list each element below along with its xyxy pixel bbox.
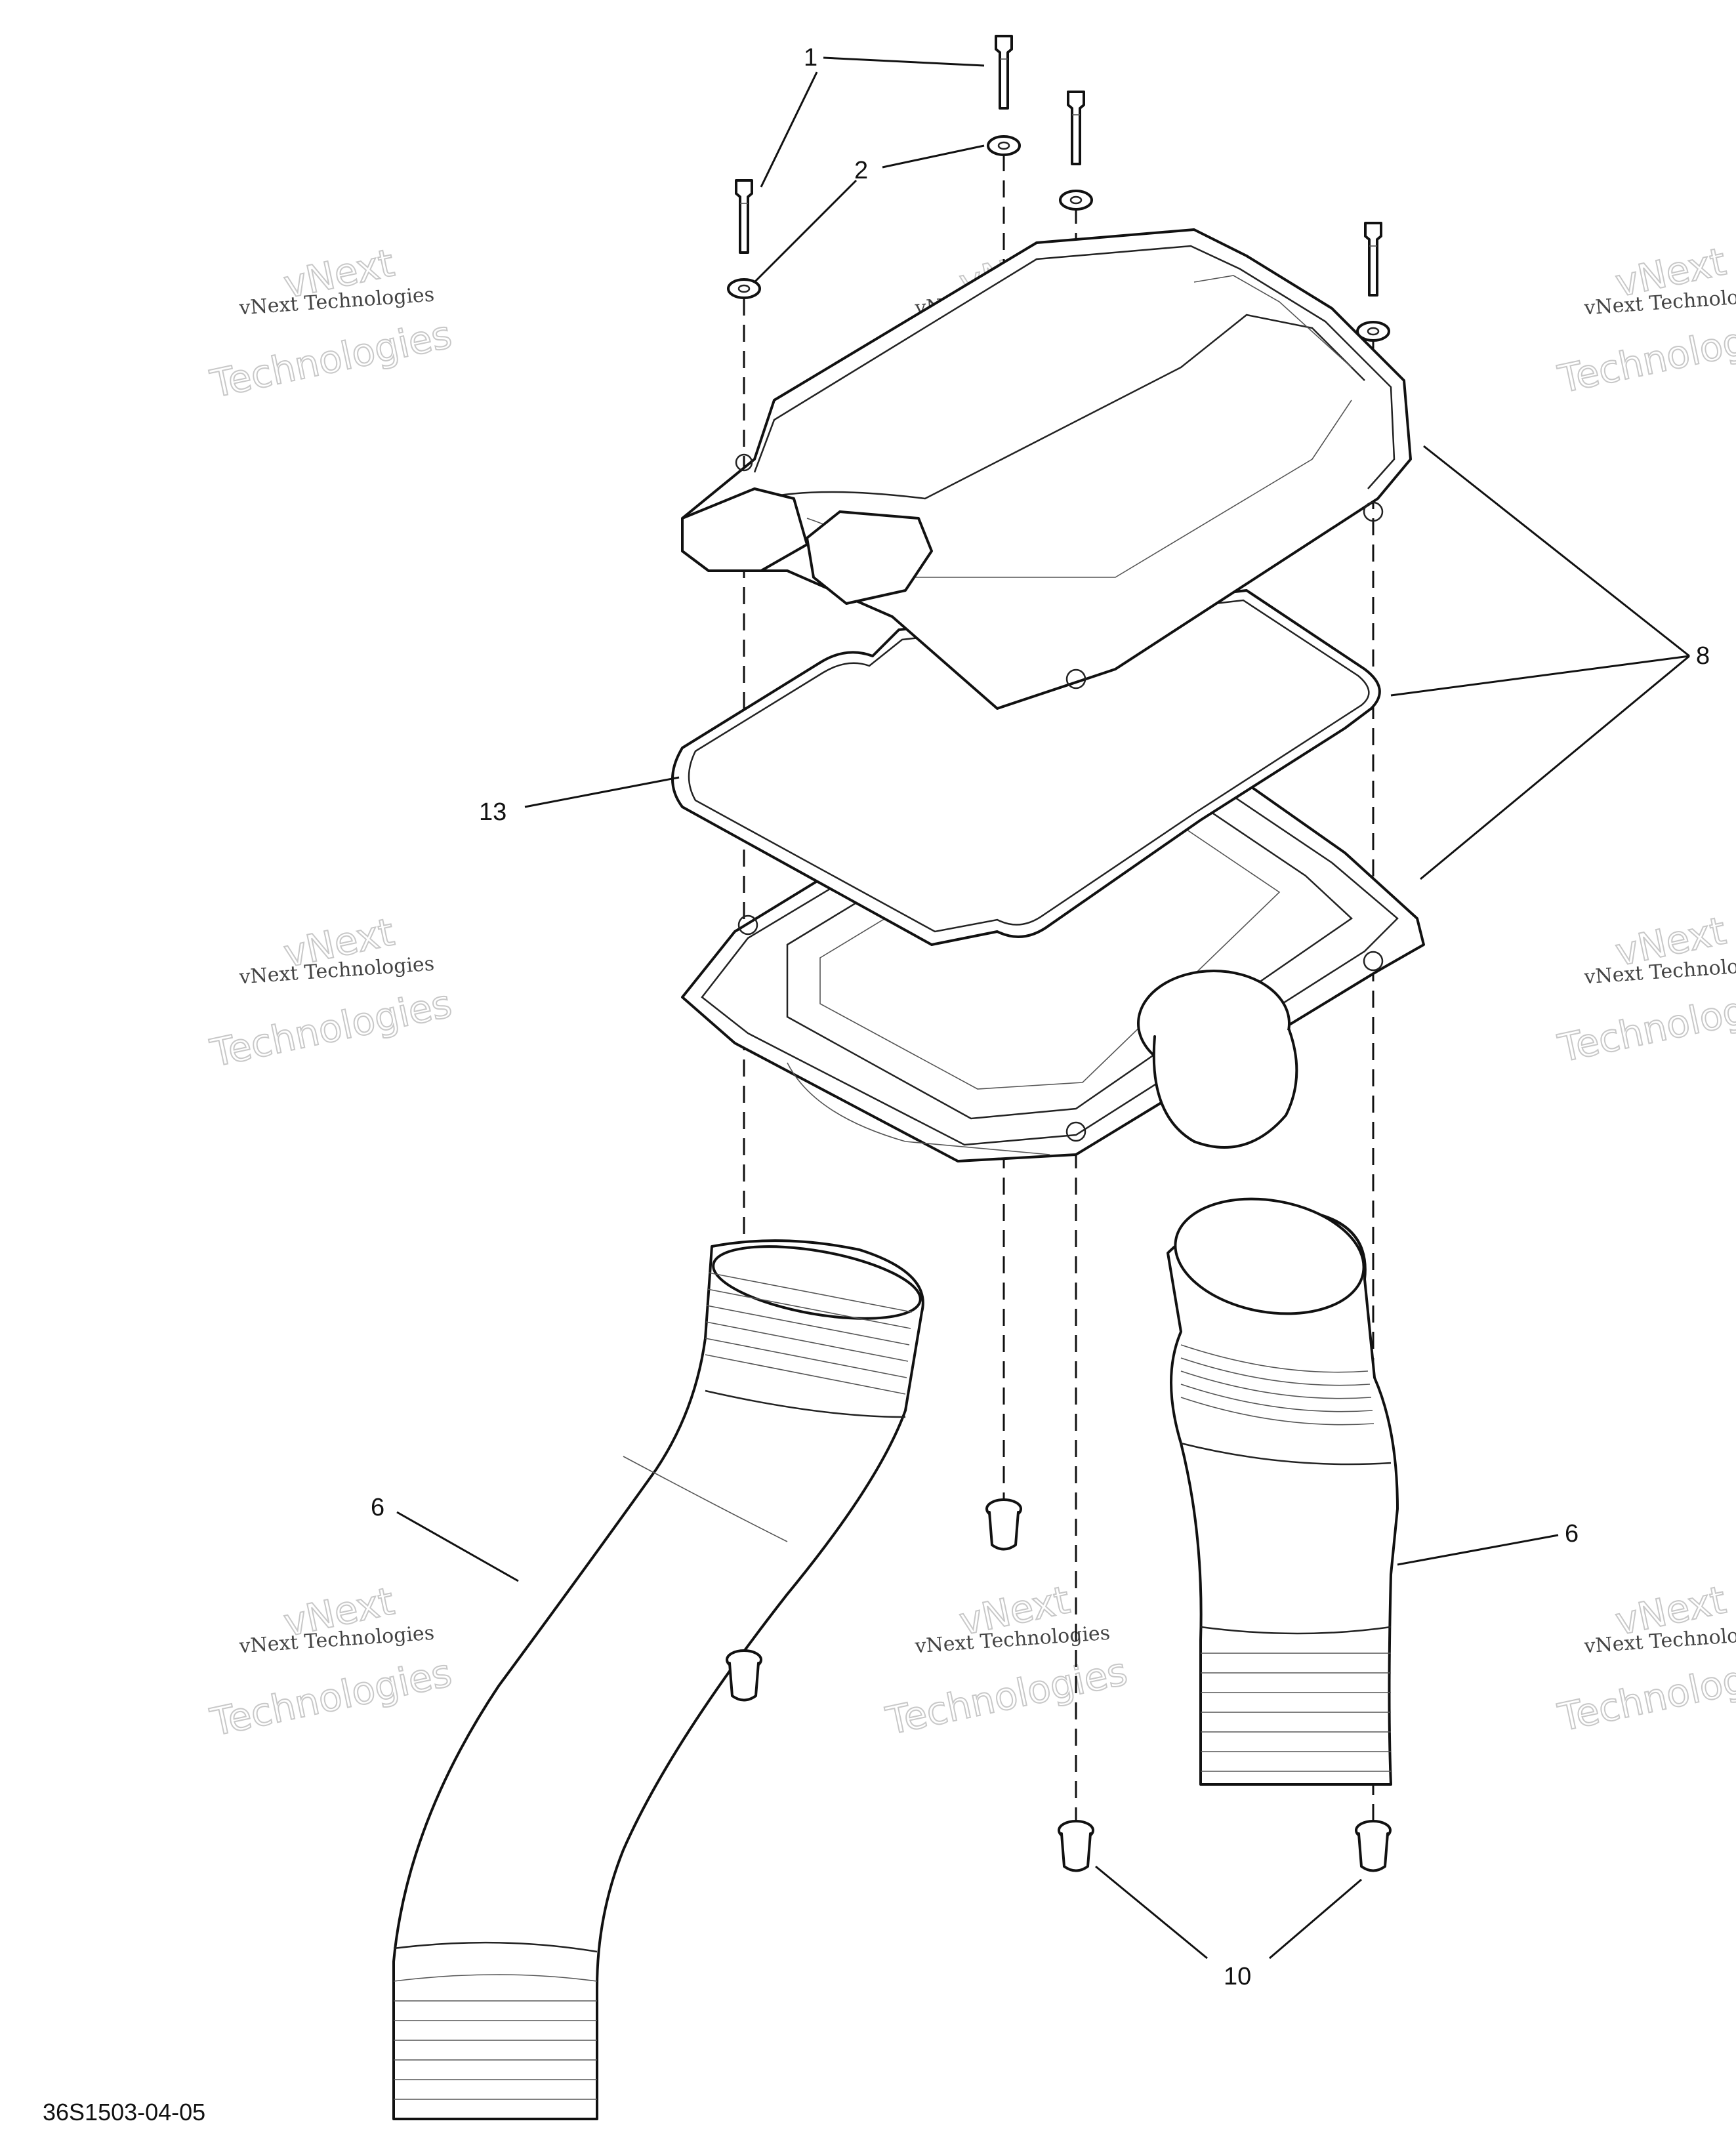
leader-13-to-gasket xyxy=(524,776,680,808)
svg-text:Technologies: Technologies xyxy=(1554,976,1736,1071)
leader-10-to-grommet-3 xyxy=(1095,1865,1208,1960)
svg-text:Technologies: Technologies xyxy=(207,981,456,1075)
callout-2: 2 xyxy=(854,157,868,184)
svg-text:Technologies: Technologies xyxy=(1554,1645,1736,1740)
base-bolt-hole-4 xyxy=(1065,1121,1086,1142)
leader-6-right xyxy=(1397,1534,1559,1566)
leader-1-to-screw-1 xyxy=(823,56,985,67)
svg-text:Technologies: Technologies xyxy=(207,312,456,406)
callout-1: 1 xyxy=(804,44,817,72)
leader-lines xyxy=(396,56,1690,1960)
fasteners xyxy=(727,35,1390,342)
callout-8: 8 xyxy=(1696,642,1710,670)
grommets xyxy=(726,1498,1392,1872)
base-bolt-hole-1 xyxy=(737,915,758,935)
screw-1 xyxy=(995,35,1013,110)
cover-bolt-hole-3 xyxy=(1065,668,1086,689)
base-bolt-hole-3 xyxy=(1363,951,1384,972)
leader-8-to-gasket xyxy=(1390,655,1690,697)
leader-6-left xyxy=(396,1511,519,1582)
watermark-left-bottom: vNext Technologies vNext Technologies xyxy=(206,1578,457,1745)
screw-2 xyxy=(1067,91,1085,165)
grommet-3 xyxy=(1058,1820,1094,1872)
svg-text:Technologies: Technologies xyxy=(1554,307,1736,401)
watermark-left-middle: vNext Technologies vNext Technologies xyxy=(206,909,457,1076)
cover-bolt-hole-1 xyxy=(735,453,753,472)
airbox-cover xyxy=(681,228,1412,710)
callout-6-left: 6 xyxy=(371,1494,384,1521)
watermark-left-top: vNext Technologies vNext Technologies xyxy=(206,239,457,407)
washer-3 xyxy=(727,278,761,299)
leader-10-to-grommet-4 xyxy=(1269,1878,1362,1960)
watermark-right-bottom: vNext Technologies vNext Technologies xyxy=(1554,1576,1736,1740)
cover-intake-scoop xyxy=(681,487,808,572)
cover-recess xyxy=(806,510,933,605)
svg-text:Technologies: Technologies xyxy=(207,1650,456,1744)
washer-1 xyxy=(987,135,1021,156)
callout-10: 10 xyxy=(1224,1963,1251,1990)
washer-4 xyxy=(1356,321,1390,342)
callout-6-right: 6 xyxy=(1565,1520,1579,1548)
leader-2-to-washer-3 xyxy=(753,179,858,283)
watermark-right-top: vNext Technologies vNext Technologies xyxy=(1554,238,1736,402)
svg-text:Technologies: Technologies xyxy=(882,1649,1131,1743)
watermark-right-middle: vNext Technologies vNext Technologies xyxy=(1554,907,1736,1071)
leader-1-to-screw-3 xyxy=(760,72,818,188)
hose-left xyxy=(392,1239,924,2120)
callouts: 1 2 8 13 6 6 10 xyxy=(371,44,1710,1990)
hose-right xyxy=(1167,1197,1399,1786)
leader-2-to-washer-1 xyxy=(882,144,985,169)
grommet-2 xyxy=(726,1649,762,1702)
watermark-center-bottom: vNext Technologies vNext Technologies xyxy=(881,1576,1132,1744)
grommet-4 xyxy=(1355,1820,1392,1872)
gasket xyxy=(671,589,1381,946)
leader-8-to-cover xyxy=(1423,445,1690,657)
callout-13: 13 xyxy=(479,798,506,826)
screw-4 xyxy=(1364,222,1382,297)
washer-2 xyxy=(1059,190,1093,211)
diagram-reference-code: 36S1503-04-05 xyxy=(43,2099,205,2126)
leader-8-to-base xyxy=(1420,655,1690,880)
grommet-1 xyxy=(985,1498,1022,1551)
cover-bolt-hole-2 xyxy=(1363,501,1384,522)
hose-right-top-opening xyxy=(1174,1197,1365,1315)
screw-3 xyxy=(735,179,753,254)
